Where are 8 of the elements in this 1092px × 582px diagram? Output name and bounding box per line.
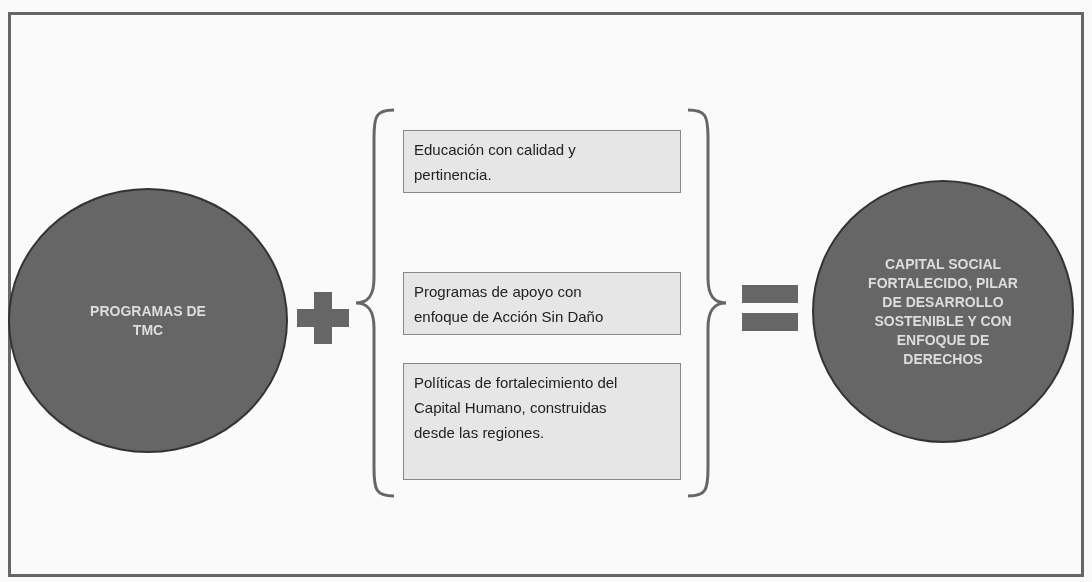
circle-label: PROGRAMAS DE TMC [89,301,207,340]
text-box [403,272,681,335]
box-text: Programas de apoyo con enfoque de Acción Sin Daño [414,282,605,327]
text-box [403,130,681,193]
text-box [403,363,681,480]
box-text: Educación con calidad y pertinencia. [414,140,577,185]
circle-label: CAPITAL SOCIAL FORTALECIDO, PILAR DE DESARROLLO SOSTENIBLE Y CON ENFOQUE DE DERECHOS [867,254,1019,369]
box-text: Políticas de fortalecimiento del Capital Humano, construidas desde las regiones. [414,373,619,443]
